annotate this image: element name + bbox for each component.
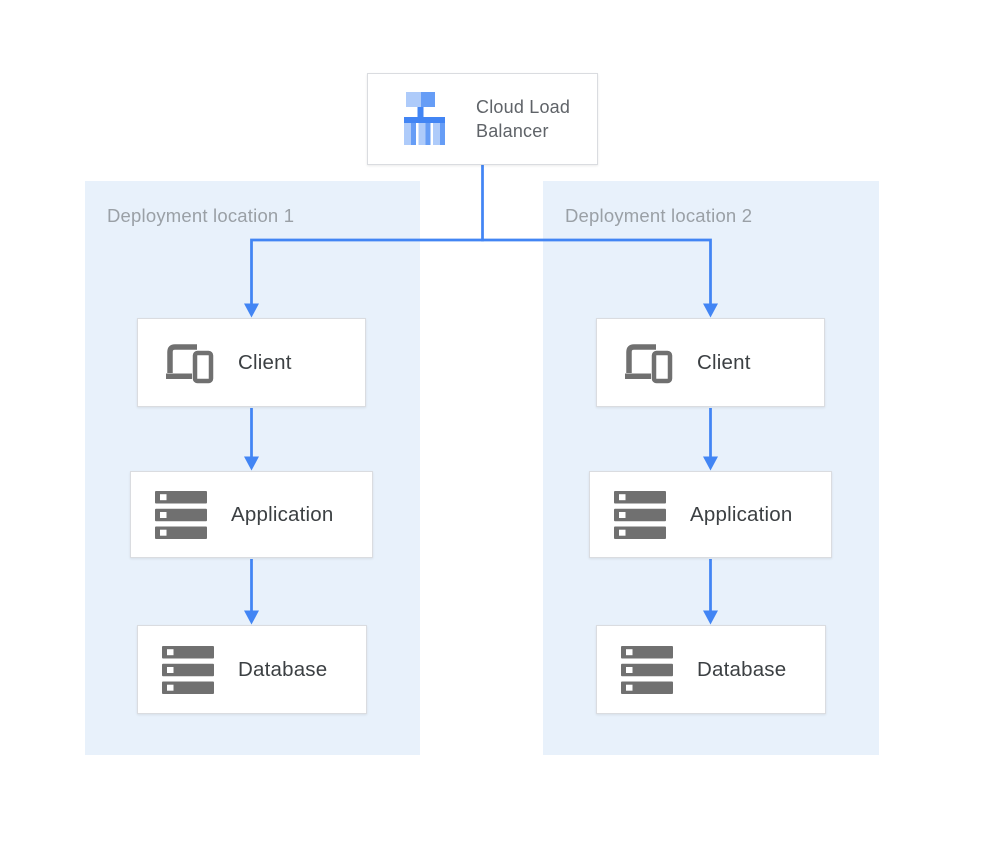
database-node-region-2: Database xyxy=(596,625,826,714)
load-balancer-label: Cloud Load Balancer xyxy=(476,97,571,141)
client-node-region-1: Client xyxy=(137,318,366,407)
client-node-region-2: Client xyxy=(596,318,825,407)
node-label: Client xyxy=(238,350,292,374)
client-devices-icon xyxy=(619,342,677,384)
node-label: Database xyxy=(697,657,787,681)
cloud-load-balancer-icon xyxy=(396,92,454,146)
node-label: Application xyxy=(231,502,334,526)
application-servers-icon xyxy=(612,490,670,539)
application-node-region-1: Application xyxy=(130,471,373,558)
database-servers-icon xyxy=(619,645,677,694)
application-servers-icon xyxy=(153,490,211,539)
database-servers-icon xyxy=(160,645,218,694)
region-1-label: Deployment location 1 xyxy=(107,205,295,226)
region-2-label: Deployment location 2 xyxy=(565,205,753,226)
client-devices-icon xyxy=(160,342,218,384)
node-label: Database xyxy=(238,657,328,681)
database-node-region-1: Database xyxy=(137,625,367,714)
node-label: Application xyxy=(690,502,793,526)
application-node-region-2: Application xyxy=(589,471,832,558)
load-balancer-node: Cloud Load Balancer xyxy=(367,73,598,165)
node-label: Client xyxy=(697,350,751,374)
